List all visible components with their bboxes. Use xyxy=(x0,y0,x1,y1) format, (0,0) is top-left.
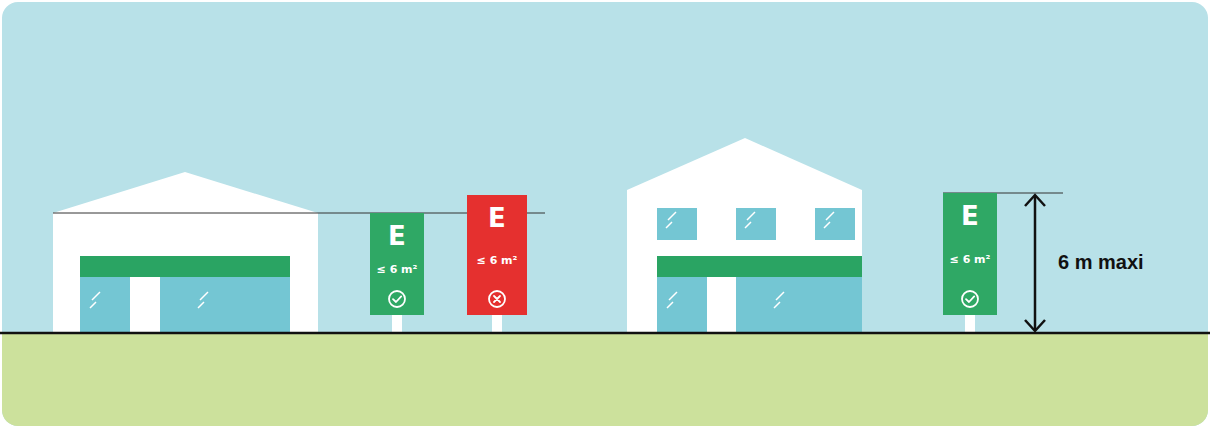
rejected-sign: E ≤ 6 m² xyxy=(467,195,527,315)
sign-area-text: ≤ 6 m² xyxy=(377,263,418,277)
sign-post xyxy=(392,314,402,333)
sign-area-text: ≤ 6 m² xyxy=(477,254,518,268)
sign-letter: E xyxy=(961,201,979,231)
check-icon xyxy=(387,289,407,309)
cross-icon xyxy=(487,289,507,309)
dimension-arrow xyxy=(1025,195,1045,331)
allowed-sign: E ≤ 6 m² xyxy=(943,193,997,315)
sign-letter: E xyxy=(488,203,506,233)
ground xyxy=(2,333,1208,426)
dimension-label: 6 m maxi xyxy=(1058,250,1144,274)
tall-building xyxy=(627,138,862,333)
sign-post xyxy=(492,314,502,333)
check-icon xyxy=(960,289,980,309)
sign-post xyxy=(965,314,975,333)
sign-letter: E xyxy=(388,221,406,251)
sign-area-text: ≤ 6 m² xyxy=(950,253,991,267)
ground-line xyxy=(0,332,1210,335)
allowed-sign: E ≤ 6 m² xyxy=(370,213,424,315)
low-building xyxy=(53,172,318,333)
